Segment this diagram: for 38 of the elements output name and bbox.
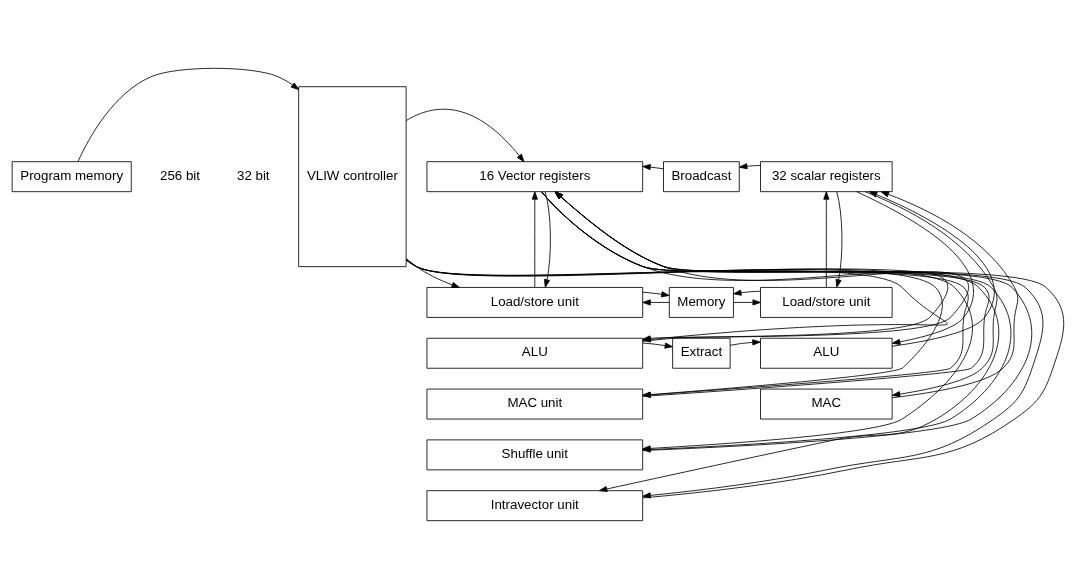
- arrow: [729, 338, 761, 346]
- node-box: 32 scalar registers: [760, 160, 893, 192]
- arrow: [642, 298, 670, 305]
- arrow: [544, 190, 551, 288]
- arrow: [77, 67, 300, 162]
- arrow: [835, 190, 843, 288]
- label: 256 bit: [159, 167, 200, 183]
- arrow: [642, 342, 673, 349]
- arrow: [405, 257, 460, 288]
- node-box: 16 Vector registers: [426, 160, 644, 192]
- arrow: [869, 190, 995, 347]
- node-box: Intravector unit: [426, 489, 644, 521]
- node-box: Memory: [668, 286, 734, 318]
- arrow: [733, 298, 761, 305]
- node-box: Broadcast: [663, 160, 740, 192]
- arrow: [864, 190, 998, 397]
- node-box: Program memory: [11, 160, 132, 192]
- node-box: MAC unit: [426, 388, 644, 419]
- arrow: [405, 259, 943, 398]
- arrow: [405, 259, 1000, 492]
- node-box: Shuffle unit: [426, 438, 644, 470]
- node-box: Load/store unit: [760, 286, 893, 318]
- arrow: [733, 289, 761, 296]
- node-box: Extract: [672, 337, 731, 369]
- node-box: ALU: [426, 337, 644, 369]
- arrow: [531, 190, 538, 288]
- arrow: [642, 290, 670, 297]
- arrow: [880, 190, 1019, 398]
- node-box: ALU: [760, 337, 893, 369]
- node-box: MAC: [760, 388, 893, 419]
- label: 32 bit: [236, 167, 270, 183]
- node-box: Load/store unit: [426, 286, 644, 318]
- arrow: [642, 163, 664, 170]
- node-box: VLIW controller: [298, 85, 407, 267]
- arrow: [405, 108, 525, 162]
- arrow: [739, 162, 761, 169]
- arrow: [856, 190, 974, 345]
- arrow: [823, 190, 830, 288]
